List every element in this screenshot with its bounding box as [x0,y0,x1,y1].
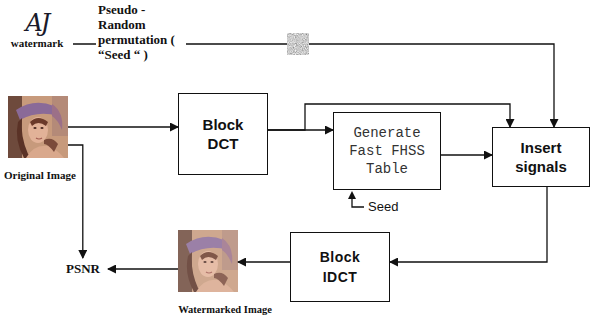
psnr-node: PSNR [58,258,108,280]
original-image-node: Original Image [4,96,88,182]
flow-arrow [238,261,290,262]
node-caption: watermark [11,37,64,50]
node-text: PSNR [66,261,100,277]
node-text: Block IDCT [314,247,366,287]
flow-arrow [108,268,178,269]
node-text: Block DCT [195,115,251,153]
node-text: Insert signals [513,138,569,176]
seed-arrow [352,199,364,207]
seed-label: Seed [366,199,400,214]
node-text: Original Image [4,169,76,182]
permuted-watermark [287,33,309,55]
process-box: Generate Fast FHSS Table [333,112,441,190]
edge-label: Pseudo - Random permutation ( “Seed “ ) [96,2,186,62]
node-text: Generate Fast FHSS Table [341,124,433,178]
flow-arrow [390,187,547,262]
flow-arrow [68,145,83,258]
flow-arrow [441,154,492,155]
seed-arrowhead [348,191,356,199]
process-box: Block IDCT [290,232,390,302]
process-box: Block DCT [178,93,268,175]
process-box: Insert signals [492,127,590,187]
node-text: Watermarked Image [178,303,272,316]
node-text: AJ [26,9,49,37]
flow-arrow [68,126,178,127]
watermarked-image-picture [178,230,238,292]
original-image-picture [8,96,68,158]
watermarked-picture [178,230,238,292]
watermark-node: AJwatermark [4,4,70,54]
watermarked-image-node: Watermarked Image [170,230,280,316]
